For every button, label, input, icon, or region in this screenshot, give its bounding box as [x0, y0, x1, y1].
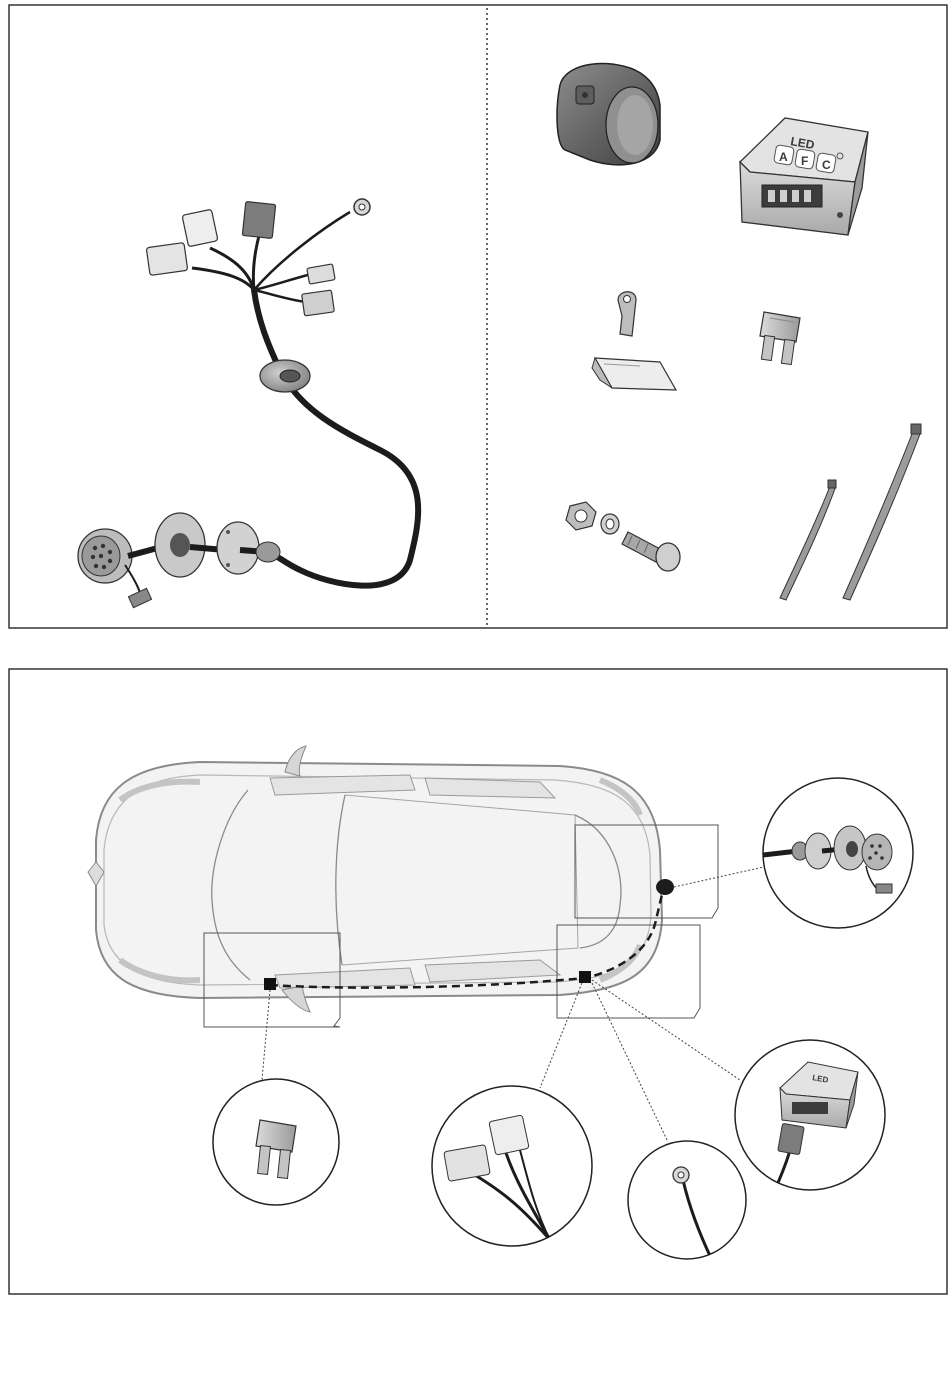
svg-text:F: F [801, 154, 808, 168]
detail-ground-circle [628, 1141, 746, 1260]
fuse-icon [760, 312, 800, 365]
detail-socket-circle [763, 778, 913, 928]
adhesive-pad-icon [592, 358, 676, 390]
bolt-nut-washer-icon [566, 502, 680, 571]
detail-fuse-circle [213, 1079, 339, 1205]
cable-tie-icon [780, 424, 921, 600]
detail-module-circle: LED [735, 1040, 885, 1192]
ring-terminal-icon [618, 292, 636, 336]
car-top-view-icon [88, 746, 662, 1012]
parts-panel [9, 5, 947, 628]
led-module-icon: LED A F C [740, 118, 868, 235]
detail-connectors-circle [432, 1086, 592, 1246]
wiring-harness-icon [78, 199, 418, 608]
svg-text:C: C [822, 158, 831, 172]
socket-icon [557, 63, 660, 164]
svg-text:A: A [779, 150, 788, 164]
